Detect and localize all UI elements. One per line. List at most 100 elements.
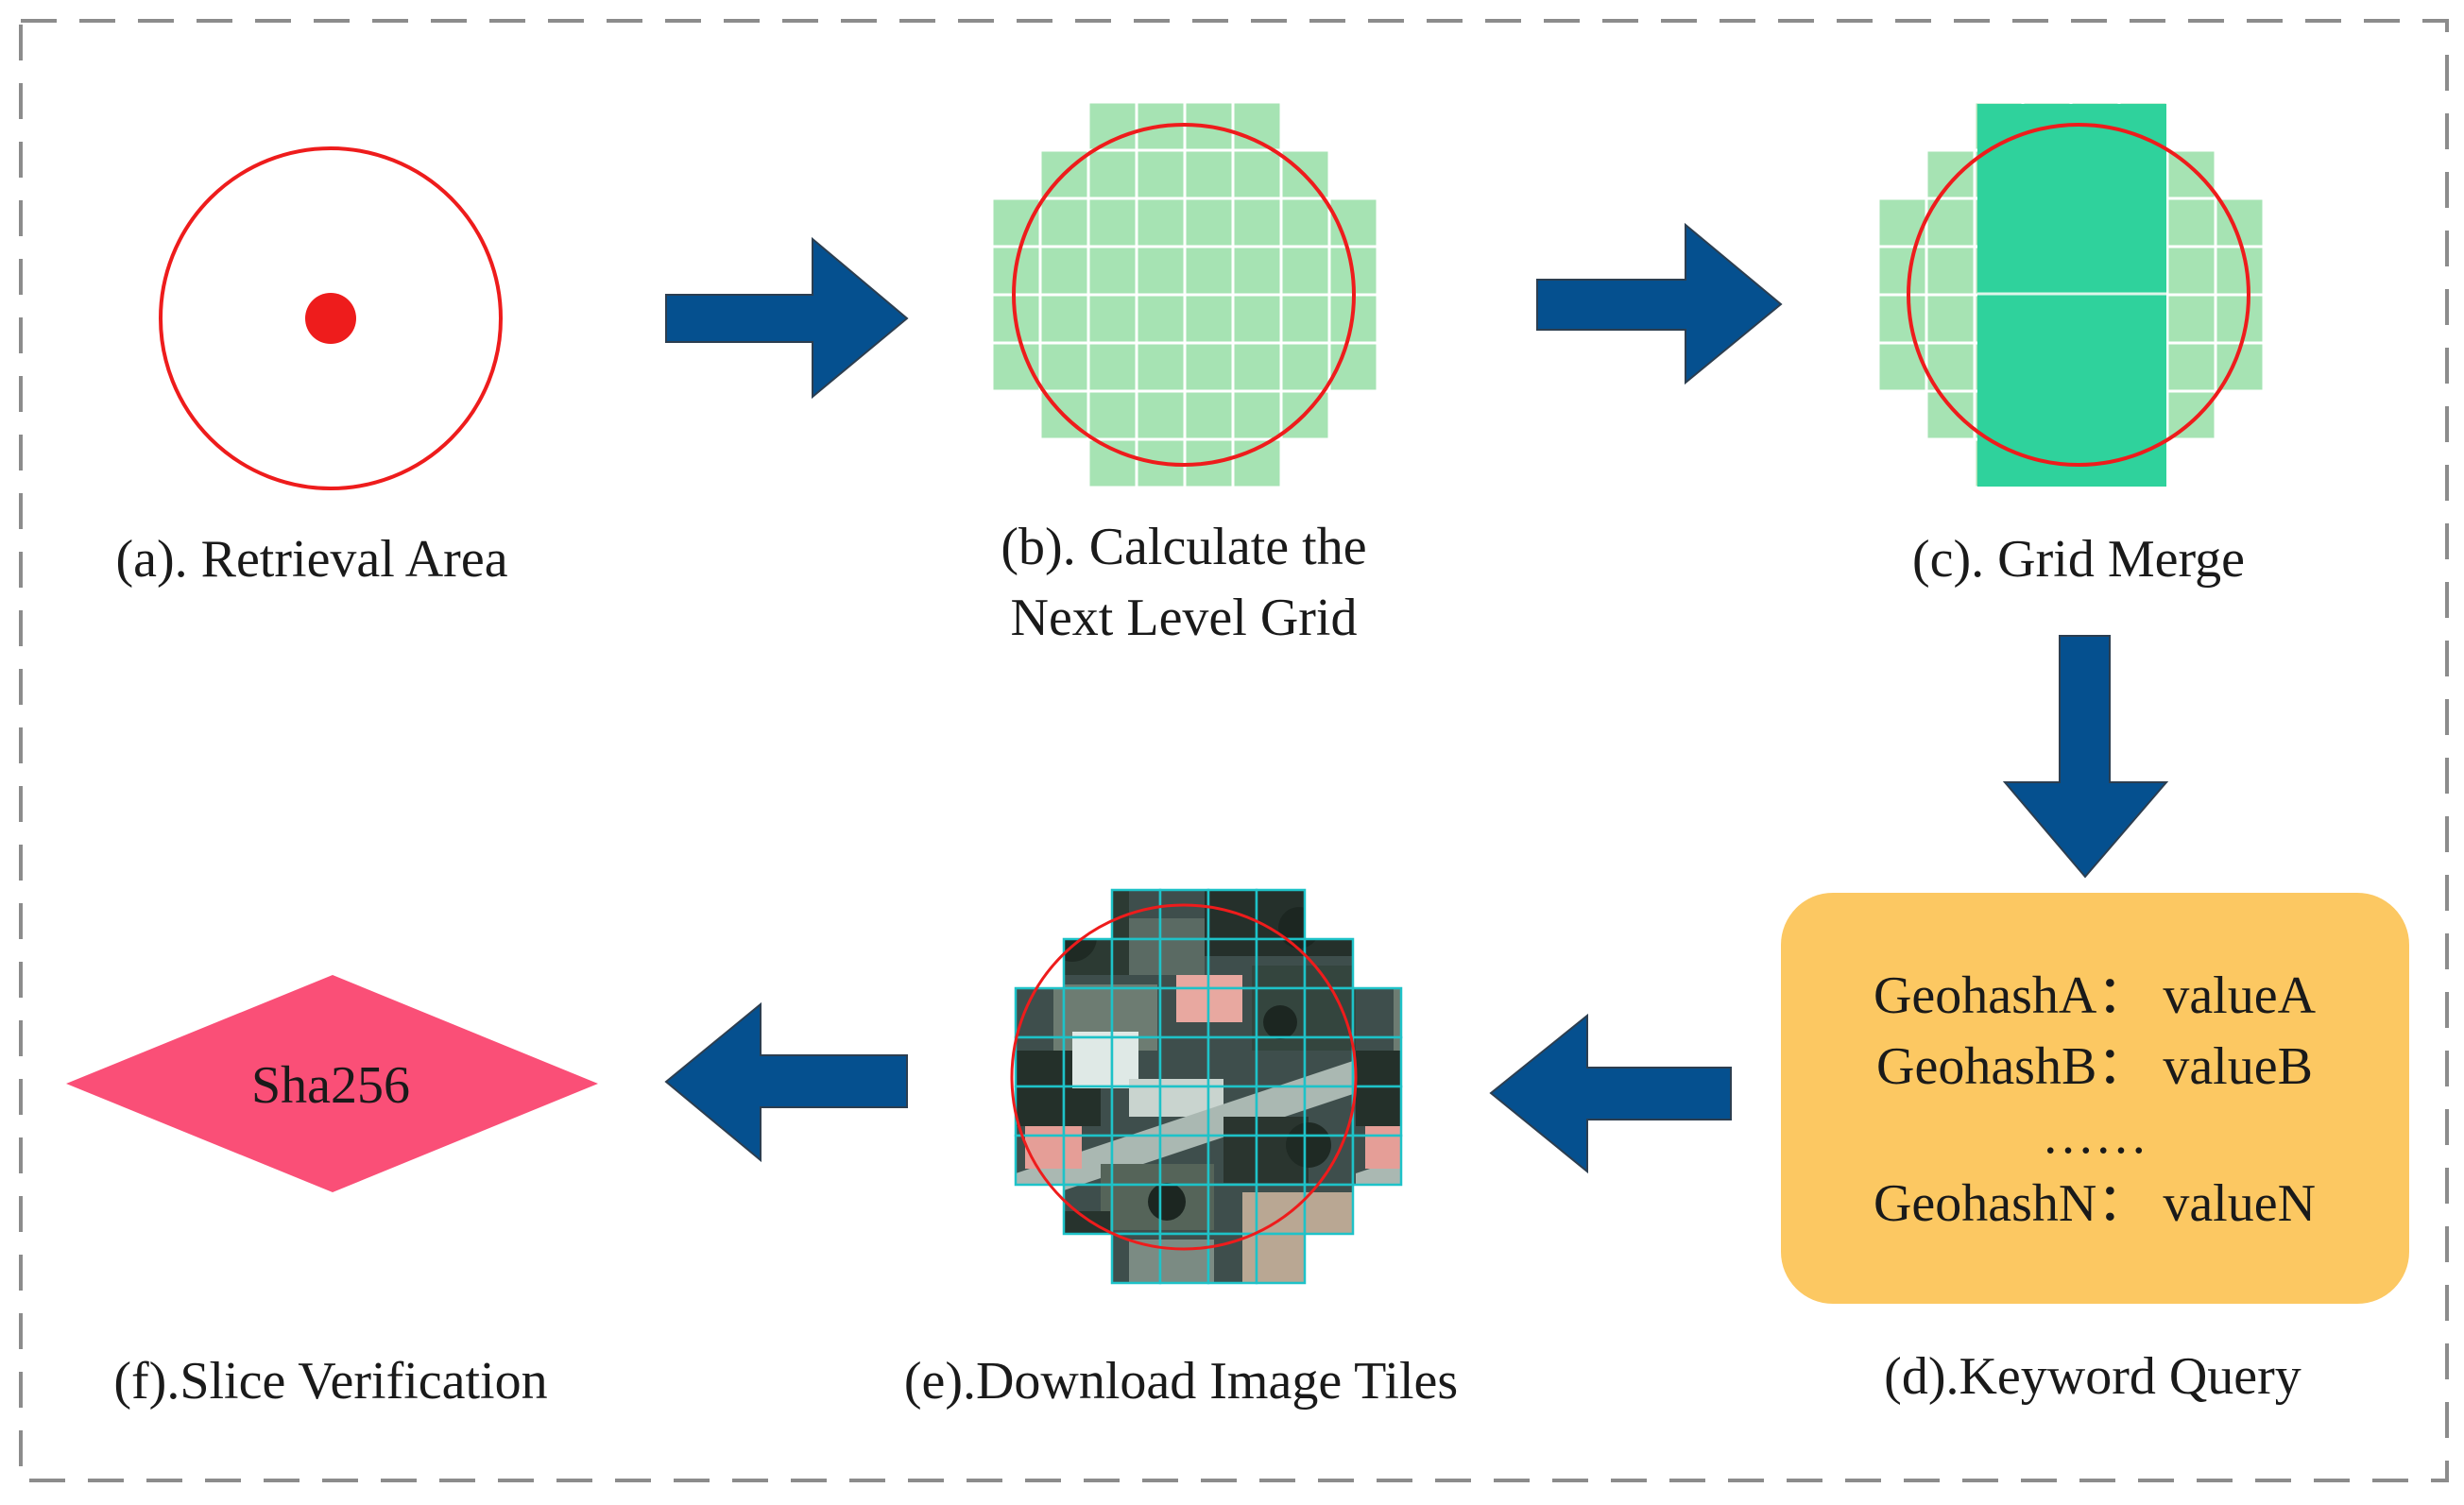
image-tile (1110, 937, 1162, 990)
retrieval-circle (159, 146, 503, 490)
step-c-grid-merge (1876, 100, 2266, 489)
grid-cell (1279, 341, 1331, 393)
grid-cell (1925, 293, 1976, 345)
caption-b-line1: (b). Calculate the (1001, 518, 1366, 576)
query-entry: GeohashB： valueB (1876, 1037, 2313, 1096)
grid-cell (1038, 197, 1090, 248)
grid-cell (1087, 341, 1138, 393)
grid-cell (1135, 197, 1187, 248)
image-tile (1206, 888, 1258, 941)
grid-cell (1876, 293, 1928, 345)
image-tile (1014, 1035, 1066, 1088)
image-tile (1062, 1183, 1114, 1236)
grid-cell (1231, 197, 1283, 248)
grid-cell (2165, 148, 2217, 200)
grid-cell (1135, 148, 1187, 200)
arrow-b-to-c (1536, 222, 1783, 385)
grid-cell (1876, 245, 1928, 297)
image-tile (1158, 986, 1210, 1039)
image-tile (1351, 1035, 1403, 1088)
grid-cell (1183, 341, 1235, 393)
image-tile (1062, 1085, 1114, 1137)
grid-cell (1087, 389, 1138, 441)
grid-cell (1231, 341, 1283, 393)
step-d-keyword-query: GeohashA： valueA GeohashB： valueB …… Geo… (1781, 893, 2409, 1304)
image-tile (1303, 1183, 1355, 1236)
grid-cell (1087, 197, 1138, 248)
image-tile (1206, 986, 1258, 1039)
image-tile (1110, 1035, 1162, 1088)
grid-cell (1038, 341, 1090, 393)
image-tile (1351, 1134, 1403, 1187)
image-tile (1255, 1085, 1307, 1137)
image-tile (1158, 1232, 1210, 1285)
hash-label: Sha256 (251, 1056, 410, 1115)
caption-e: (e).Download Image Tiles (904, 1352, 1458, 1411)
retrieval-circle (1010, 903, 1358, 1251)
retrieval-circle (1907, 123, 2250, 467)
grid-cell (1087, 293, 1138, 345)
retrieval-circle (1012, 123, 1356, 467)
grid-cell (1135, 389, 1187, 441)
image-tile (1158, 1085, 1210, 1137)
grid-cell (2165, 341, 2217, 393)
query-entry: GeohashA： valueA (1874, 966, 2317, 1025)
image-tile (1303, 1035, 1355, 1088)
image-tile (1062, 1035, 1114, 1088)
step-f-slice-verification: Sha256 (66, 975, 598, 1192)
image-tile (1255, 1134, 1307, 1187)
grid-cells (990, 100, 1379, 489)
image-tile (1351, 986, 1403, 1039)
grid-cell (1925, 148, 1976, 200)
step-b-next-level-grid (990, 100, 1379, 489)
image-tile (1351, 1085, 1403, 1137)
grid-cell (2165, 245, 2217, 297)
image-tile (1158, 888, 1210, 941)
grid-cell (2214, 293, 2266, 345)
grid-cell (1925, 389, 1976, 441)
caption-f: (f).Slice Verification (113, 1352, 547, 1411)
arrow-a-to-b (665, 236, 909, 400)
caption-c: (c). Grid Merge (1912, 530, 2245, 589)
grid-cell (990, 341, 1042, 393)
grid-cell (1183, 245, 1235, 297)
grid-cell (1231, 148, 1283, 200)
caption-b-line2: Next Level Grid (1011, 589, 1358, 647)
grid-cell (1231, 245, 1283, 297)
grid-cell (1135, 293, 1187, 345)
grid-cell (1135, 245, 1187, 297)
query-entry: GeohashN： valueN (1874, 1174, 2316, 1233)
image-tile (1255, 1035, 1307, 1088)
grid-cell (1087, 148, 1138, 200)
grid-cell (1135, 341, 1187, 393)
query-entry: …… (2042, 1106, 2147, 1165)
grid-cell (2165, 389, 2217, 441)
image-tile (1206, 937, 1258, 990)
image-tile (1158, 1134, 1210, 1187)
caption-a: (a). Retrieval Area (115, 530, 507, 589)
image-tile (1303, 986, 1355, 1039)
grid-cell (1087, 245, 1138, 297)
image-tile (1206, 1035, 1258, 1088)
image-tile (1255, 888, 1307, 941)
arrow-e-to-f (664, 1001, 908, 1163)
grid-cell (1038, 245, 1090, 297)
grid-cell (2214, 245, 2266, 297)
image-tile (1110, 1183, 1162, 1236)
image-tile (1255, 1232, 1307, 1285)
grid-cell (1087, 437, 1138, 489)
grid-cell (1279, 197, 1331, 248)
grid-cell (1183, 148, 1235, 200)
image-tile (1158, 937, 1210, 990)
image-tile (1014, 1134, 1066, 1187)
image-tile (1206, 1085, 1258, 1137)
arrow-c-to-d (2002, 635, 2169, 879)
image-tile (1158, 1183, 1210, 1236)
step-a-retrieval-area (159, 146, 503, 490)
image-tile (1303, 1134, 1355, 1187)
image-tile (1110, 888, 1162, 941)
grid-cell (1279, 245, 1331, 297)
grid-cell (1231, 293, 1283, 345)
